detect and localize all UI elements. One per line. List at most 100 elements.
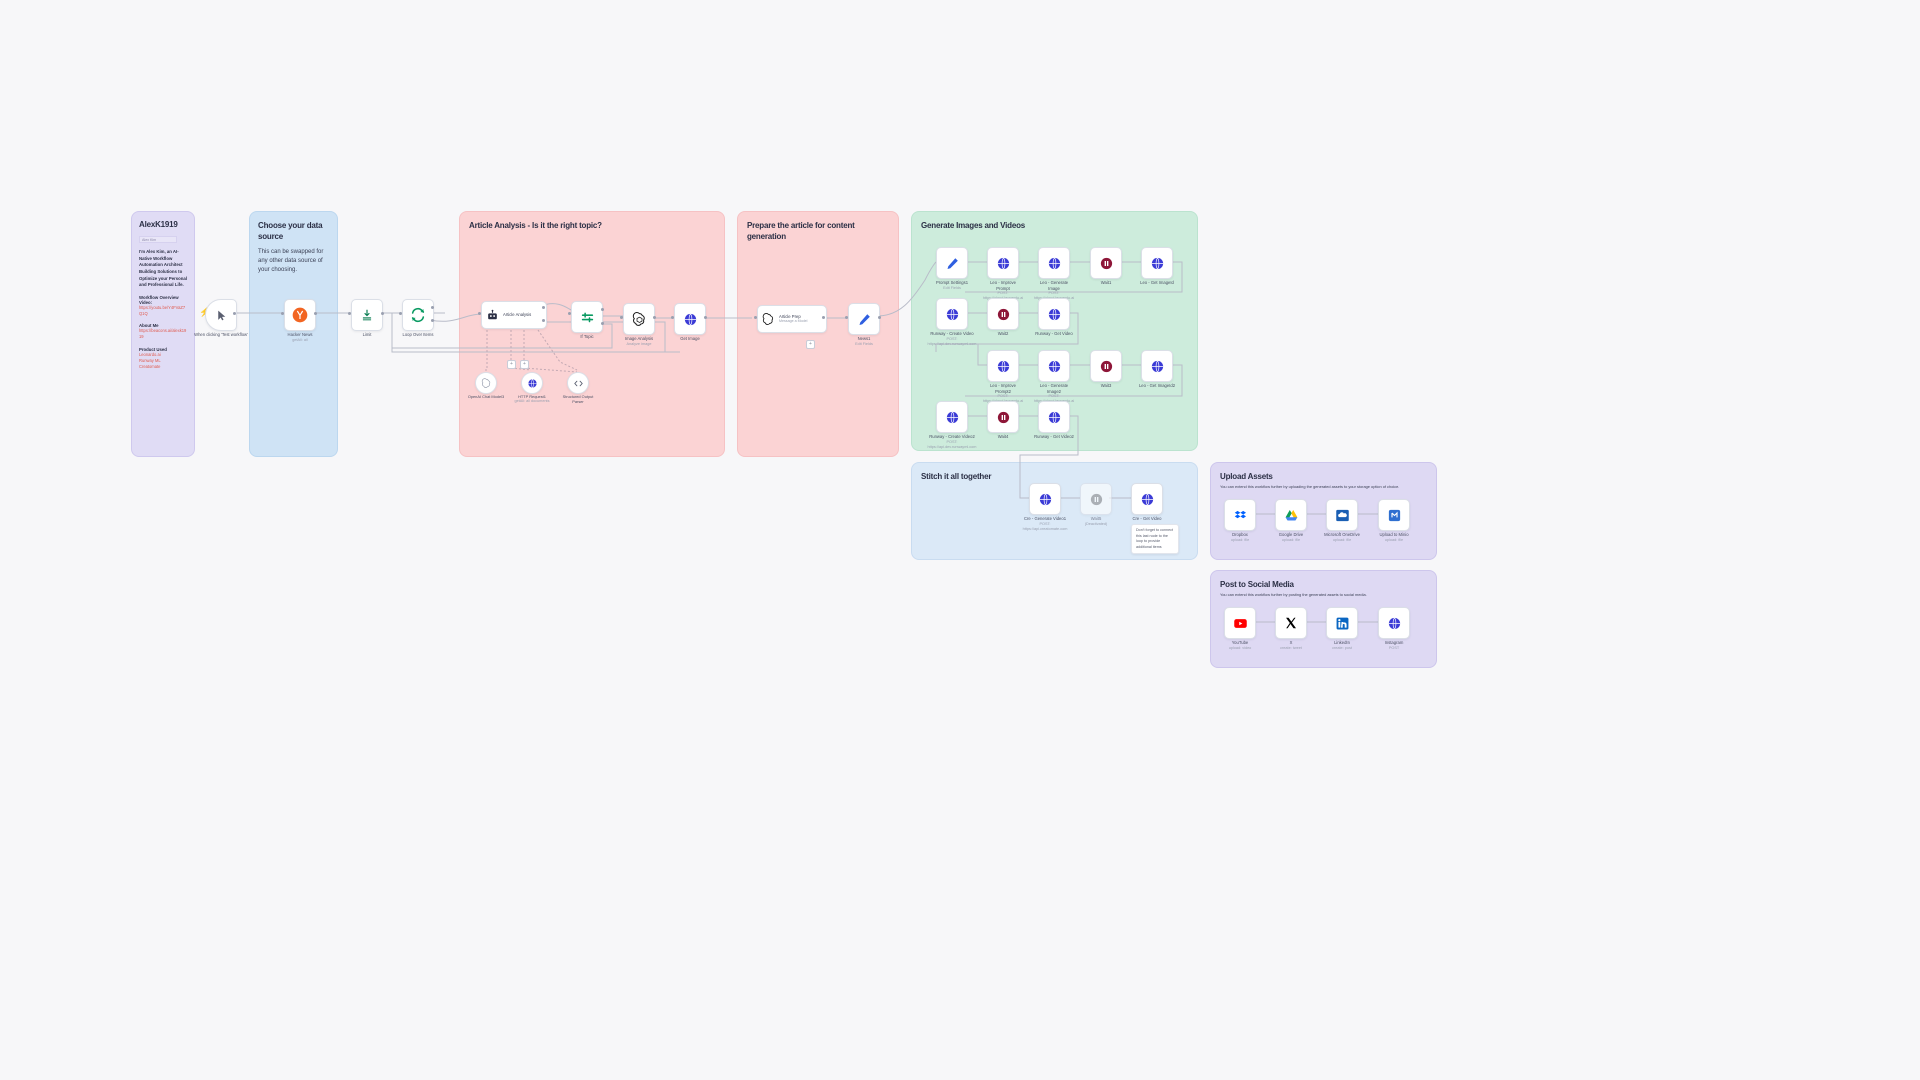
loop-icon bbox=[411, 307, 425, 323]
node-wait4[interactable]: Wait4 bbox=[987, 401, 1019, 439]
cre-get-video-box[interactable] bbox=[1131, 483, 1163, 515]
node-get-image[interactable]: Get Image bbox=[674, 303, 706, 341]
node-wait1[interactable]: Wait1 bbox=[1090, 247, 1122, 285]
leo-improve-prompt-box[interactable] bbox=[987, 247, 1019, 279]
runway-create-video2-box[interactable] bbox=[936, 401, 968, 433]
node-runway-create-video[interactable]: Runway - Create Video POST: https://api.… bbox=[928, 298, 976, 346]
node-youtube[interactable]: YouTube upload: video bbox=[1224, 607, 1256, 650]
leo-improve-prompt2-box[interactable] bbox=[987, 350, 1019, 382]
runway-get-video-box[interactable] bbox=[1038, 298, 1070, 330]
youtube-box[interactable] bbox=[1224, 607, 1256, 639]
node-instagram[interactable]: Instagram POST bbox=[1378, 607, 1410, 650]
node-article-prep[interactable]: Article Prep Message a Model bbox=[757, 305, 827, 333]
node-runway-get-video2[interactable]: Runway - Get Video2 bbox=[1034, 401, 1074, 439]
limit-node-box[interactable] bbox=[351, 299, 383, 331]
get-image-node-box[interactable] bbox=[674, 303, 706, 335]
node-leo-get-imageid2[interactable]: Leo - Get ImageId2 bbox=[1139, 350, 1175, 388]
node-if-topic[interactable]: If Topic bbox=[571, 301, 603, 339]
leo-get-imageid-box[interactable] bbox=[1141, 247, 1173, 279]
node-upload-to-minio[interactable]: Upload to Minio upload: file bbox=[1378, 499, 1410, 542]
runway-create-video-box[interactable] bbox=[936, 298, 968, 330]
image-analysis-node-box[interactable] bbox=[623, 303, 655, 335]
node-runway-create-video2[interactable]: Runway - Create Video2 POST: https://api… bbox=[928, 401, 976, 449]
upload-to-minio-box[interactable] bbox=[1378, 499, 1410, 531]
node-loop-over-items[interactable]: Loop Over Items bbox=[402, 299, 434, 337]
runway-get-video2-box[interactable] bbox=[1038, 401, 1070, 433]
node-structured-output-parser[interactable]: Structured Output Parser bbox=[563, 372, 593, 404]
runway-create-video-label: Runway - Create Video POST: https://api.… bbox=[928, 331, 977, 347]
node-limit[interactable]: Limit bbox=[351, 299, 383, 337]
profile-link-runway[interactable]: Runway ML bbox=[139, 357, 161, 363]
article-prep-node-box[interactable]: Article Prep Message a Model bbox=[757, 305, 827, 333]
youtube-icon bbox=[1233, 618, 1247, 628]
node-linkedin[interactable]: LinkedIn create: post bbox=[1326, 607, 1358, 650]
add-node-button-1[interactable]: + bbox=[507, 360, 516, 369]
node-hacker-news[interactable]: Hacker News getAll: all bbox=[284, 299, 316, 342]
onedrive-box[interactable] bbox=[1326, 499, 1358, 531]
wait4-box[interactable] bbox=[987, 401, 1019, 433]
node-article-analysis[interactable]: Article Analysis bbox=[481, 301, 547, 329]
node-leo-get-imageid[interactable]: Leo - Get ImageId bbox=[1140, 247, 1174, 285]
wait1-box[interactable] bbox=[1090, 247, 1122, 279]
node-wait5[interactable]: Wait5 (Deactivated) bbox=[1080, 483, 1112, 526]
node-x[interactable]: X create: tweet bbox=[1275, 607, 1307, 650]
node-leo-generate-image2[interactable]: Leo - Generate Image2 POST: https://clou… bbox=[1034, 350, 1074, 403]
node-image-analysis[interactable]: Image Analysis Analyze image bbox=[623, 303, 655, 346]
node-wait2[interactable]: Wait2 bbox=[987, 298, 1019, 336]
port-dot bbox=[704, 316, 707, 319]
node-leo-improve-prompt[interactable]: Leo - Improve Prompt POST: https://cloud… bbox=[983, 247, 1023, 300]
sticky-note-data-source[interactable]: Choose your data source This can be swap… bbox=[249, 211, 338, 457]
structured-output-parser-box[interactable] bbox=[567, 372, 589, 394]
runway-create-video2-label: Runway - Create Video2 POST: https://api… bbox=[928, 434, 977, 450]
profile-link-leonardo[interactable]: Leonardo.ai bbox=[139, 351, 161, 357]
hacker-news-node-box[interactable] bbox=[284, 299, 316, 331]
globe-icon bbox=[684, 313, 696, 325]
wait5-box[interactable] bbox=[1080, 483, 1112, 515]
node-onedrive[interactable]: Microsoft OneDrive upload: file bbox=[1324, 499, 1360, 542]
dropbox-box[interactable] bbox=[1224, 499, 1256, 531]
googledrive-icon bbox=[1285, 509, 1297, 520]
trigger-node-box[interactable] bbox=[205, 299, 237, 331]
prompt-settings1-node-box[interactable] bbox=[936, 247, 968, 279]
node-http-request1[interactable]: HTTP Request1 getAll: all documents bbox=[514, 372, 550, 403]
node-google-drive[interactable]: Google Drive upload: file bbox=[1275, 499, 1307, 542]
node-leo-generate-image[interactable]: Leo - Generate Image POST: https://cloud… bbox=[1034, 247, 1074, 300]
wait5-sub: (Deactivated) bbox=[1084, 521, 1108, 526]
linkedin-box[interactable] bbox=[1326, 607, 1358, 639]
node-openai-chat-model3[interactable]: OpenAI Chat Model3 bbox=[468, 372, 504, 399]
node-trigger[interactable]: When clicking 'Test workflow' bbox=[194, 299, 248, 337]
node-cre-generate-video1[interactable]: Cre - Generate Video1 POST: https://api.… bbox=[1023, 483, 1067, 531]
article-analysis-node-box[interactable]: Article Analysis bbox=[481, 301, 547, 329]
leo-generate-image-box[interactable] bbox=[1038, 247, 1070, 279]
profile-link-video[interactable]: https://youtu.be/Y4FVaZ7Q1Q bbox=[139, 304, 186, 317]
if-topic-node-box[interactable] bbox=[571, 301, 603, 333]
node-leo-improve-prompt2[interactable]: Leo - Improve Prompt2 POST: https://clou… bbox=[983, 350, 1023, 403]
sticky-note-profile[interactable]: AlexK1919 Alex Kim I'm Alex Kim, an AI-N… bbox=[131, 211, 195, 457]
add-node-button-3[interactable]: + bbox=[806, 340, 815, 349]
minio-icon bbox=[1388, 509, 1400, 521]
add-node-button-2[interactable]: + bbox=[520, 360, 529, 369]
cre-generate-video1-label: Cre - Generate Video1 POST: https://api.… bbox=[1023, 516, 1068, 532]
http-request1-box[interactable] bbox=[521, 372, 543, 394]
node-news1[interactable]: News1 Edit Fields bbox=[848, 303, 880, 346]
google-drive-box[interactable] bbox=[1275, 499, 1307, 531]
wait3-box[interactable] bbox=[1090, 350, 1122, 382]
profile-link-creatomate[interactable]: Creatomate bbox=[139, 363, 161, 369]
node-prompt-settings1[interactable]: Prompt Settings1 Edit Fields bbox=[936, 247, 968, 290]
node-cre-get-video[interactable]: Cre - Get Video bbox=[1131, 483, 1163, 521]
instagram-box[interactable] bbox=[1378, 607, 1410, 639]
node-runway-get-video[interactable]: Runway - Get Video bbox=[1035, 298, 1073, 336]
openai-chat-model3-box[interactable] bbox=[475, 372, 497, 394]
news1-node-box[interactable] bbox=[848, 303, 880, 335]
node-dropbox[interactable]: Dropbox upload: file bbox=[1224, 499, 1256, 542]
loop-node-box[interactable] bbox=[402, 299, 434, 331]
globe-icon bbox=[1151, 257, 1163, 269]
cre-generate-video1-box[interactable] bbox=[1029, 483, 1061, 515]
leo-get-imageid2-box[interactable] bbox=[1141, 350, 1173, 382]
x-box[interactable] bbox=[1275, 607, 1307, 639]
node-wait3[interactable]: Wait3 bbox=[1090, 350, 1122, 388]
profile-link-about[interactable]: https://beacons.ai/alexk1919 bbox=[139, 328, 187, 340]
wait2-box[interactable] bbox=[987, 298, 1019, 330]
leo-generate-image2-box[interactable] bbox=[1038, 350, 1070, 382]
